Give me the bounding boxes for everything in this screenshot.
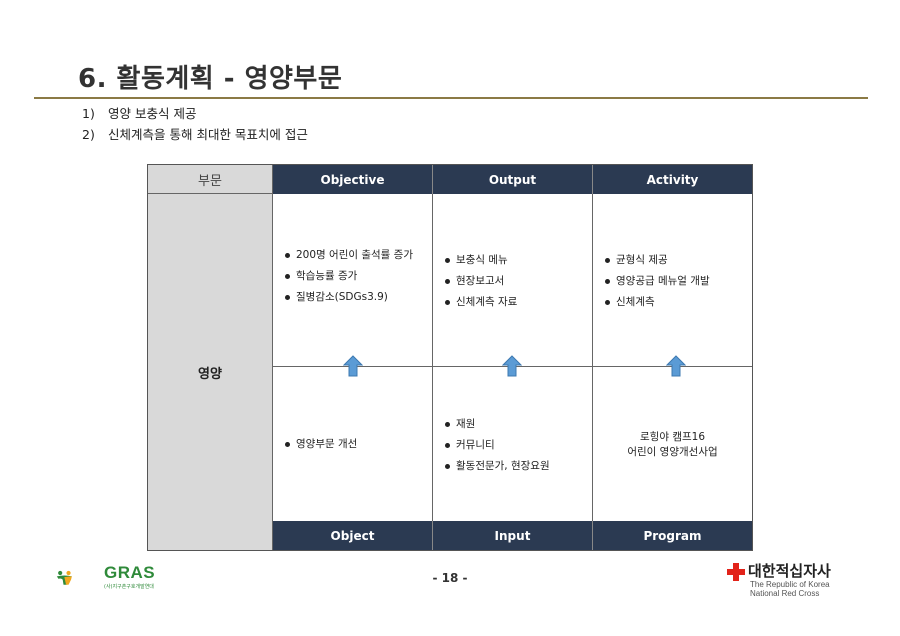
list-item: 신체계측 자료: [442, 292, 592, 313]
header-output: Output: [433, 165, 593, 194]
gras-logo-icon: [56, 570, 72, 585]
corner-header: 부문: [148, 165, 273, 194]
subtitle-1-text: 영양 보충식 제공: [108, 106, 197, 121]
footer-object: Object: [273, 521, 433, 550]
cell-input: 재원 커뮤니티 활동전문가, 현장요원: [442, 414, 592, 477]
list-item: 질병감소(SDGs3.9): [282, 287, 432, 308]
red-cross-icon: [727, 563, 745, 581]
page-title: 6. 활동계획 - 영양부문: [78, 64, 343, 94]
list-item: 균형식 제공: [602, 250, 752, 271]
subtitle-1: 1) 영양 보충식 제공: [82, 103, 196, 122]
list-item: 신체계측: [602, 292, 752, 313]
gras-logo-text: GRAS: [104, 563, 156, 582]
list-item: 재원: [442, 414, 592, 435]
grid-line: [432, 194, 433, 521]
up-arrow-icon: [343, 355, 363, 377]
footer-program: Program: [593, 521, 752, 550]
grid-line: [592, 194, 593, 521]
list-item: 보충식 메뉴: [442, 250, 592, 271]
up-arrow-icon: [666, 355, 686, 377]
cell-object: 영양부문 개선: [282, 434, 432, 455]
cell-activity: 균형식 제공 영양공급 메뉴얼 개발 신체계측: [602, 250, 752, 313]
program-line-2: 어린이 영양개선사업: [627, 446, 718, 458]
gras-org-name: (사)지구촌구호개발연대: [104, 584, 154, 590]
header-activity: Activity: [593, 165, 752, 194]
subtitle-2-text: 신체계측을 통해 최대한 목표치에 접근: [108, 127, 308, 142]
red-cross-en-line1: The Republic of Korea: [750, 580, 830, 589]
cell-objective: 200명 어린이 출석률 증가 학습능률 증가 질병감소(SDGs3.9): [282, 245, 432, 308]
list-item: 커뮤니티: [442, 435, 592, 456]
list-item: 활동전문가, 현장요원: [442, 456, 592, 477]
list-item: 영양부문 개선: [282, 434, 432, 455]
red-cross-en-line2: National Red Cross: [750, 589, 820, 598]
cell-output: 보충식 메뉴 현장보고서 신체계측 자료: [442, 250, 592, 313]
red-cross-name: 대한적십자사: [748, 562, 831, 580]
subtitle-2: 2) 신체계측을 통해 최대한 목표치에 접근: [82, 124, 308, 143]
footer-input: Input: [433, 521, 593, 550]
cell-program: 로힝야 캠프16 어린이 영양개선사업: [593, 430, 752, 460]
list-item: 현장보고서: [442, 271, 592, 292]
subtitle-2-num: 2): [82, 127, 95, 142]
header-objective: Objective: [273, 165, 433, 194]
program-line-1: 로힝야 캠프16: [640, 431, 705, 443]
title-divider: [34, 97, 868, 99]
list-item: 200명 어린이 출석률 증가: [282, 245, 432, 266]
up-arrow-icon: [502, 355, 522, 377]
list-item: 영양공급 메뉴얼 개발: [602, 271, 752, 292]
list-item: 학습능률 증가: [282, 266, 432, 287]
page-number: - 18 -: [432, 571, 468, 585]
plan-table: 부문 Objective Output Activity 영양 200명 어린이…: [147, 164, 753, 551]
row-label-nutrition: 영양: [148, 194, 273, 550]
subtitle-1-num: 1): [82, 106, 95, 121]
